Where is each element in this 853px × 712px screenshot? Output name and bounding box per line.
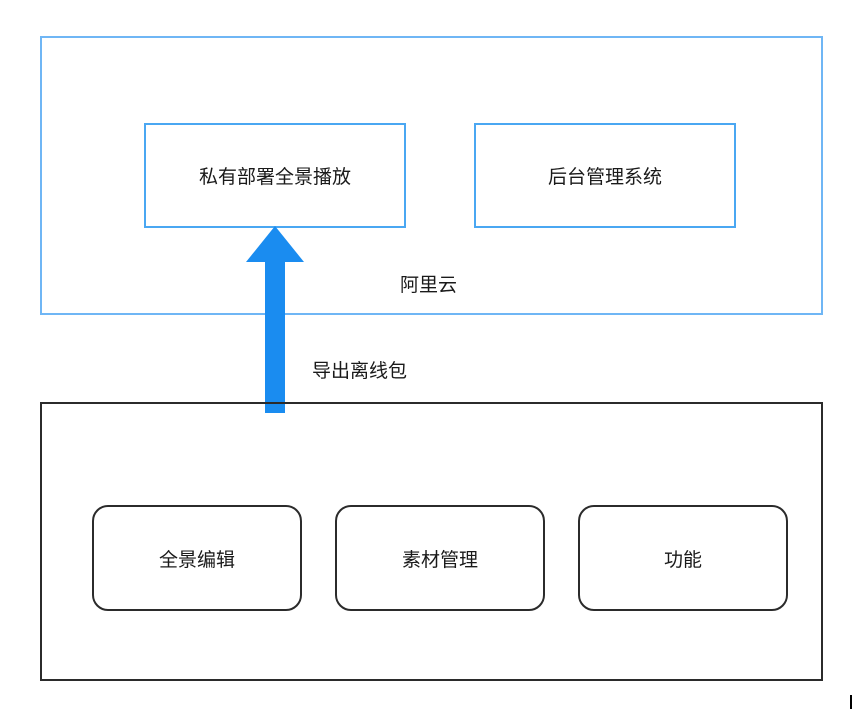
admin-system-label: 后台管理系统 [547,166,662,188]
admin-system-node: 后台管理系统 [474,123,736,228]
feature-node: 功能 [578,505,788,611]
export-offline-package-label: 导出离线包 [312,360,408,382]
private-panorama-player-label: 私有部署全景播放 [198,166,351,188]
export-arrow-shaft [265,261,285,413]
text-cursor-icon [850,695,852,709]
material-management-label: 素材管理 [401,548,478,571]
material-management-node: 素材管理 [335,505,545,611]
local-frame [40,402,823,681]
private-panorama-player-node: 私有部署全景播放 [144,123,406,228]
aliyun-frame [40,36,823,315]
export-arrow-head [246,226,304,262]
panorama-edit-label: 全景编辑 [158,548,235,571]
panorama-edit-node: 全景编辑 [92,505,302,611]
export-arrow-icon [246,226,304,413]
feature-label: 功能 [663,548,702,571]
aliyun-label: 阿里云 [400,274,458,296]
